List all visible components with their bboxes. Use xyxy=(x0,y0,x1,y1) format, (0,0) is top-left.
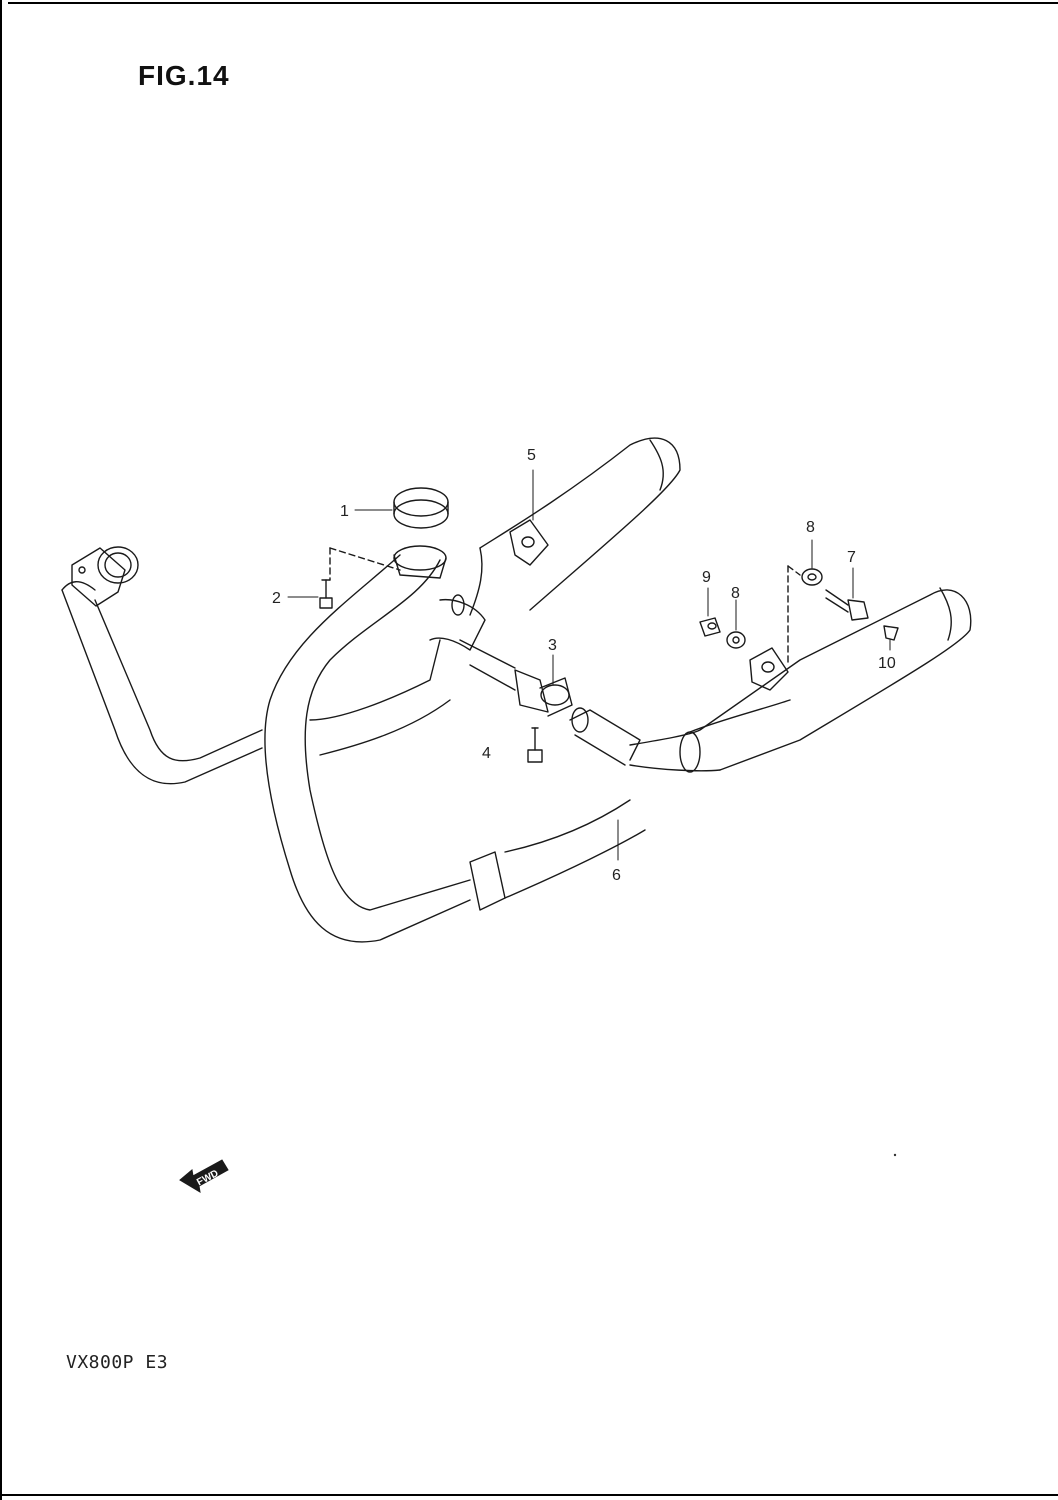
callout-6: 6 xyxy=(612,867,621,884)
page-border-top xyxy=(8,2,1058,4)
callout-9: 9 xyxy=(702,569,711,586)
callout-2: 2 xyxy=(272,590,281,607)
fwd-label: FWD xyxy=(195,1168,220,1188)
callout-7: 7 xyxy=(847,549,856,566)
page-border-left xyxy=(0,0,2,1500)
callout-4: 4 xyxy=(482,745,491,762)
front-header-pipe xyxy=(61,546,263,785)
callout-5: 5 xyxy=(527,447,536,464)
model-code: VX800P E3 xyxy=(66,1352,169,1373)
crossover-pipe xyxy=(514,669,641,766)
stray-mark xyxy=(893,1153,897,1157)
bolt-4 xyxy=(527,727,543,763)
left-y-joint xyxy=(309,594,516,756)
callout-1: 1 xyxy=(340,503,349,520)
right-muffler xyxy=(629,587,972,773)
callout-8-top: 8 xyxy=(806,519,815,536)
clip-10 xyxy=(883,625,899,641)
callout-8-lower: 8 xyxy=(731,585,740,602)
bolt-2 xyxy=(319,547,401,609)
rear-header-pipe xyxy=(264,545,646,943)
gasket-1 xyxy=(393,487,449,529)
callout-3: 3 xyxy=(548,637,557,654)
left-muffler xyxy=(469,437,681,616)
callout-10: 10 xyxy=(878,655,896,672)
nut-9 xyxy=(699,617,721,637)
figure-title: FIG.14 xyxy=(138,60,230,91)
leader-lines xyxy=(287,469,891,861)
bolt-7 xyxy=(825,589,869,621)
washer-8-lower xyxy=(726,631,746,649)
callout-labels: 1 2 3 4 5 6 7 8 8 9 10 xyxy=(272,447,896,884)
page-border-bottom xyxy=(0,1494,1058,1496)
washer-8-top xyxy=(801,568,823,586)
forward-arrow-icon: FWD xyxy=(179,1159,229,1193)
